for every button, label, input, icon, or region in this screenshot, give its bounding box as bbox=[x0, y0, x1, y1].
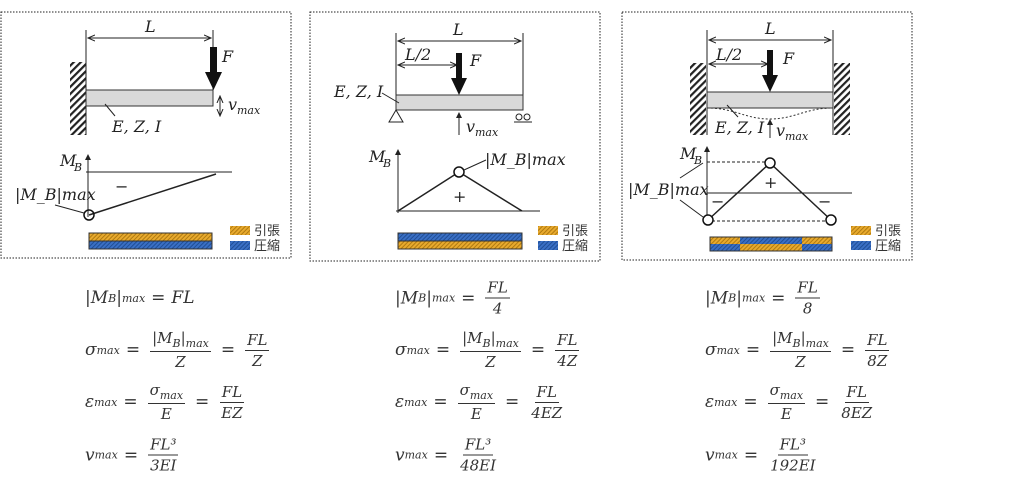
svg-text:L: L bbox=[764, 19, 776, 38]
svg-text:v: v bbox=[466, 117, 475, 136]
svg-text:F: F bbox=[469, 51, 482, 70]
svg-text:max: max bbox=[475, 126, 499, 139]
max-moment-marker bbox=[83, 209, 95, 221]
svg-text:max: max bbox=[785, 130, 809, 143]
legend-compression-swatch bbox=[230, 241, 250, 250]
svg-text:|M_B|max: |M_B|max bbox=[485, 150, 566, 169]
beam bbox=[85, 89, 214, 107]
svg-text:L: L bbox=[452, 20, 464, 39]
svg-text:圧縮: 圧縮 bbox=[254, 238, 280, 254]
svg-text:引張: 引張 bbox=[562, 224, 588, 239]
svg-text:B: B bbox=[693, 154, 702, 167]
legend-tension-swatch bbox=[230, 226, 250, 235]
svg-text:圧縮: 圧縮 bbox=[875, 238, 901, 254]
svg-text:−: − bbox=[115, 177, 128, 196]
panel-border bbox=[309, 11, 601, 262]
svg-text:B: B bbox=[382, 157, 391, 170]
roller-support bbox=[515, 113, 523, 121]
beam bbox=[395, 94, 524, 111]
svg-text:引張: 引張 bbox=[254, 224, 280, 239]
svg-text:圧縮: 圧縮 bbox=[562, 238, 588, 254]
svg-text:E, Z, I: E, Z, I bbox=[333, 82, 384, 101]
svg-text:|M_B|max: |M_B|max bbox=[628, 180, 709, 199]
svg-text:F: F bbox=[782, 49, 795, 68]
svg-text:M: M bbox=[679, 144, 697, 163]
force-arrow bbox=[205, 47, 222, 90]
svg-text:max: max bbox=[237, 104, 261, 117]
max-moment-marker bbox=[453, 166, 465, 178]
svg-text:−: − bbox=[818, 192, 831, 211]
tension-bar bbox=[88, 232, 213, 242]
svg-text:M: M bbox=[59, 151, 77, 170]
force-arrow bbox=[451, 53, 467, 95]
svg-text:−: − bbox=[711, 192, 724, 211]
pin-support bbox=[388, 109, 404, 123]
max-moment-label: |M_B|max bbox=[15, 185, 96, 204]
svg-text:B: B bbox=[73, 161, 82, 174]
svg-text:M: M bbox=[368, 147, 386, 166]
length-label: L bbox=[144, 17, 156, 36]
panel-border bbox=[0, 11, 292, 259]
svg-text:L/2: L/2 bbox=[715, 45, 742, 64]
svg-text:v: v bbox=[776, 121, 785, 140]
svg-text:+: + bbox=[764, 173, 777, 192]
svg-text:引張: 引張 bbox=[875, 224, 901, 239]
svg-text:v: v bbox=[228, 95, 237, 114]
fixed-wall bbox=[70, 62, 86, 135]
svg-text:+: + bbox=[453, 187, 466, 206]
svg-text:E, Z, I: E, Z, I bbox=[714, 118, 765, 137]
beam bbox=[706, 91, 834, 109]
panel-border bbox=[621, 11, 913, 261]
moment-line bbox=[88, 173, 217, 216]
force-label: F bbox=[221, 47, 234, 66]
compression-bar bbox=[88, 240, 213, 250]
svg-text:L/2: L/2 bbox=[404, 45, 431, 64]
material-label: E, Z, I bbox=[111, 117, 162, 136]
